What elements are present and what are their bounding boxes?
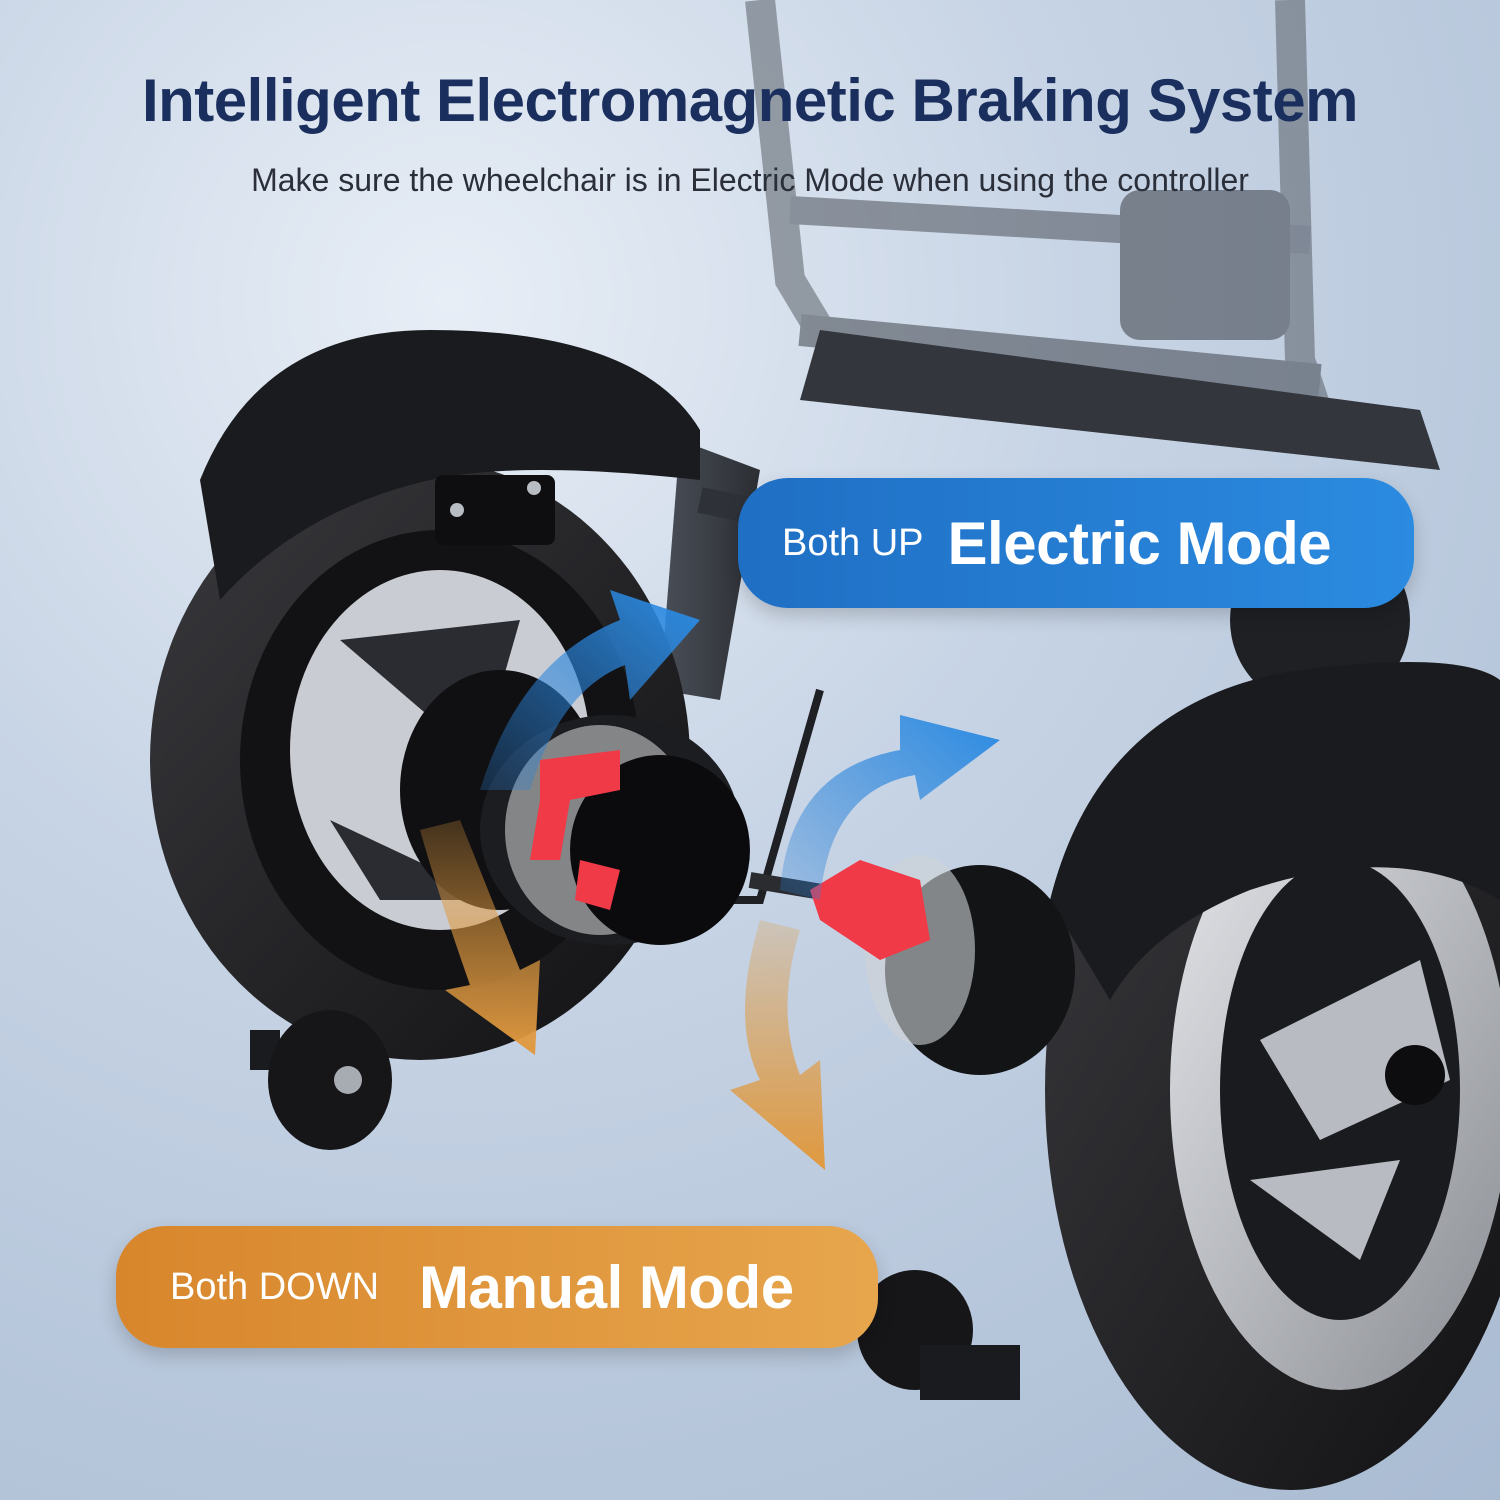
right-motor (810, 855, 1075, 1075)
manual-mode-badge: Both DOWN Manual Mode (116, 1226, 878, 1348)
manual-mode-label: Manual Mode (419, 1253, 794, 1321)
headline: Intelligent Electromagnetic Braking Syst… (141, 67, 1359, 134)
right-caster (857, 1270, 1020, 1400)
right-wheel (1045, 662, 1500, 1490)
up-arrow-left (480, 590, 700, 790)
electric-mode-condition: Both UP (782, 521, 924, 564)
manual-mode-condition: Both DOWN (170, 1265, 380, 1308)
brake-lever-left (530, 750, 620, 860)
electric-mode-label: Electric Mode (947, 509, 1332, 577)
up-arrow-right (780, 715, 1000, 900)
down-arrow-left (420, 820, 540, 1055)
down-arrow-right (730, 920, 825, 1170)
brake-lever-right (810, 860, 930, 960)
subheadline: Make sure the wheelchair is in Electric … (251, 162, 1249, 198)
left-caster (250, 1010, 392, 1150)
electric-mode-badge: Both UP Electric Mode (738, 478, 1414, 608)
left-wheel (150, 330, 700, 1060)
backrest-frame (745, 0, 1335, 425)
